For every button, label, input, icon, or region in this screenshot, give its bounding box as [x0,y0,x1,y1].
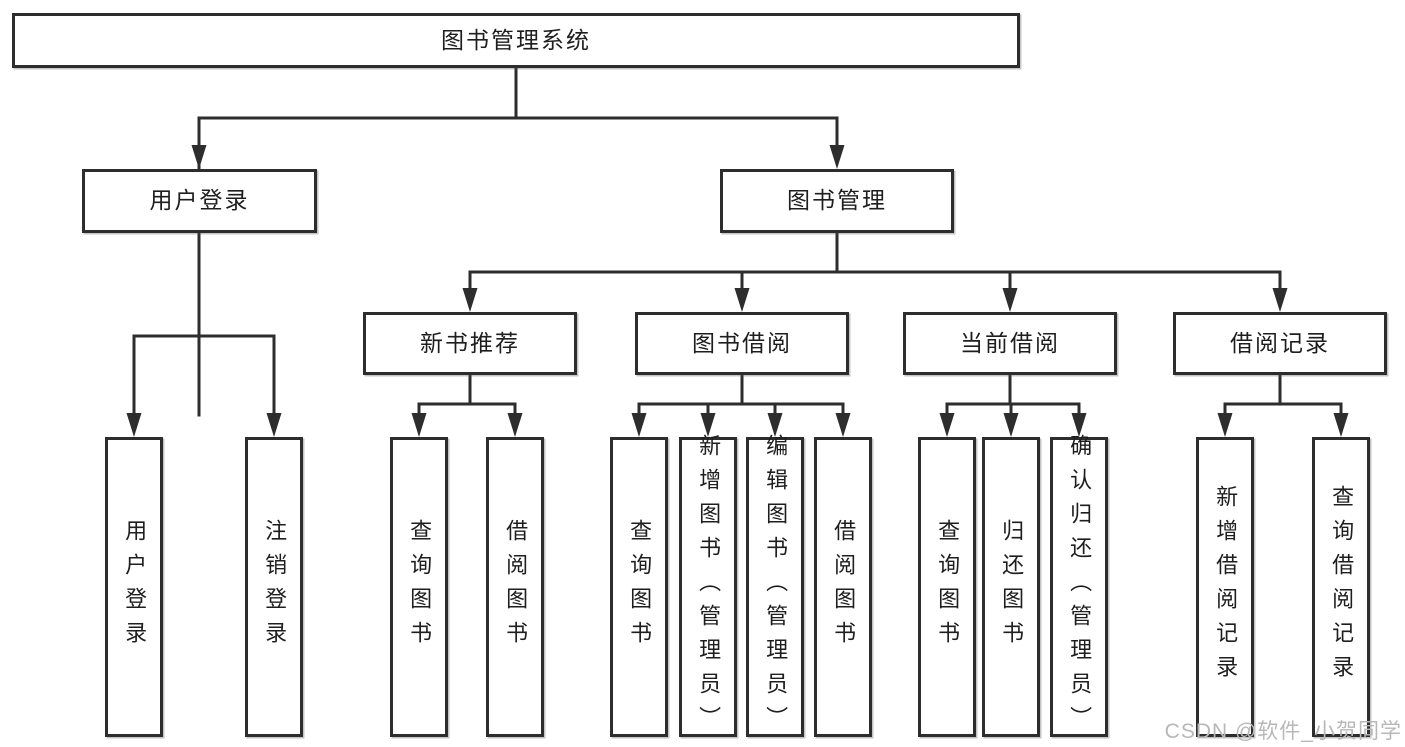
arrowhead-icon [266,413,282,437]
leaf-borrowing-query-books: 查询图书 [610,437,668,737]
arrowhead-icon [1333,413,1349,437]
leaf-borrowing-add-books-admin: 新增图书（管理员） [679,434,737,740]
leaf-borrowing-edit-books-admin: 编辑图书（管理员） [746,434,804,740]
arrowhead-icon [829,145,845,169]
arrowhead-icon [767,413,783,437]
arrowhead-icon [939,413,955,437]
csdn-watermark: CSDN @软件_小贺同学 [1164,720,1402,743]
arrowhead-icon [700,413,716,437]
arrowhead-icon [1003,413,1019,437]
node-current-borrowing: 当前借阅 [903,312,1117,375]
arrowhead-icon [1272,288,1288,312]
connector-book-borrow-split [631,373,851,437]
arrowhead-icon [507,413,523,437]
arrowhead-icon [462,288,478,312]
leaf-current-confirm-return-admin: 确认归还（管理员） [1050,434,1108,740]
leaf-current-query-books: 查询图书 [918,437,976,737]
node-borrowing-records: 借阅记录 [1173,312,1387,375]
node-user-login: 用户登录 [82,169,317,233]
arrowhead-icon [835,413,851,437]
connector-current-borrow-split [939,373,1087,437]
arrowhead-icon [1071,413,1087,437]
connector-borrow-records-split [1217,373,1349,437]
node-book-management: 图书管理 [720,169,954,233]
arrowhead-icon [126,413,142,437]
leaf-current-return-books: 归还图书 [982,437,1040,737]
arrowhead-icon [191,145,207,169]
arrowhead-icon [631,413,647,437]
leaf-borrowing-borrow-books: 借阅图书 [814,437,872,737]
arrowhead-icon [411,413,427,437]
node-root-system: 图书管理系统 [12,13,1020,68]
arrowhead-icon [734,288,750,312]
leaf-user-login: 用户登录 [105,437,163,737]
arrowhead-icon [1002,288,1018,312]
leaf-records-query-record: 查询借阅记录 [1312,437,1370,737]
leaf-new-book-borrow-books: 借阅图书 [486,437,544,737]
leaf-new-book-query-books: 查询图书 [390,437,448,737]
connector-book-mgmt-split [462,231,1288,312]
leaf-logout: 注销登录 [245,437,303,737]
leaf-records-add-record: 新增借阅记录 [1196,437,1254,737]
connector-new-book-rec-split [411,373,523,437]
connector-user-login-split [126,231,282,437]
node-new-book-recommend: 新书推荐 [363,312,577,375]
arrowhead-icon [1217,413,1233,437]
node-book-borrowing: 图书借阅 [635,312,849,375]
